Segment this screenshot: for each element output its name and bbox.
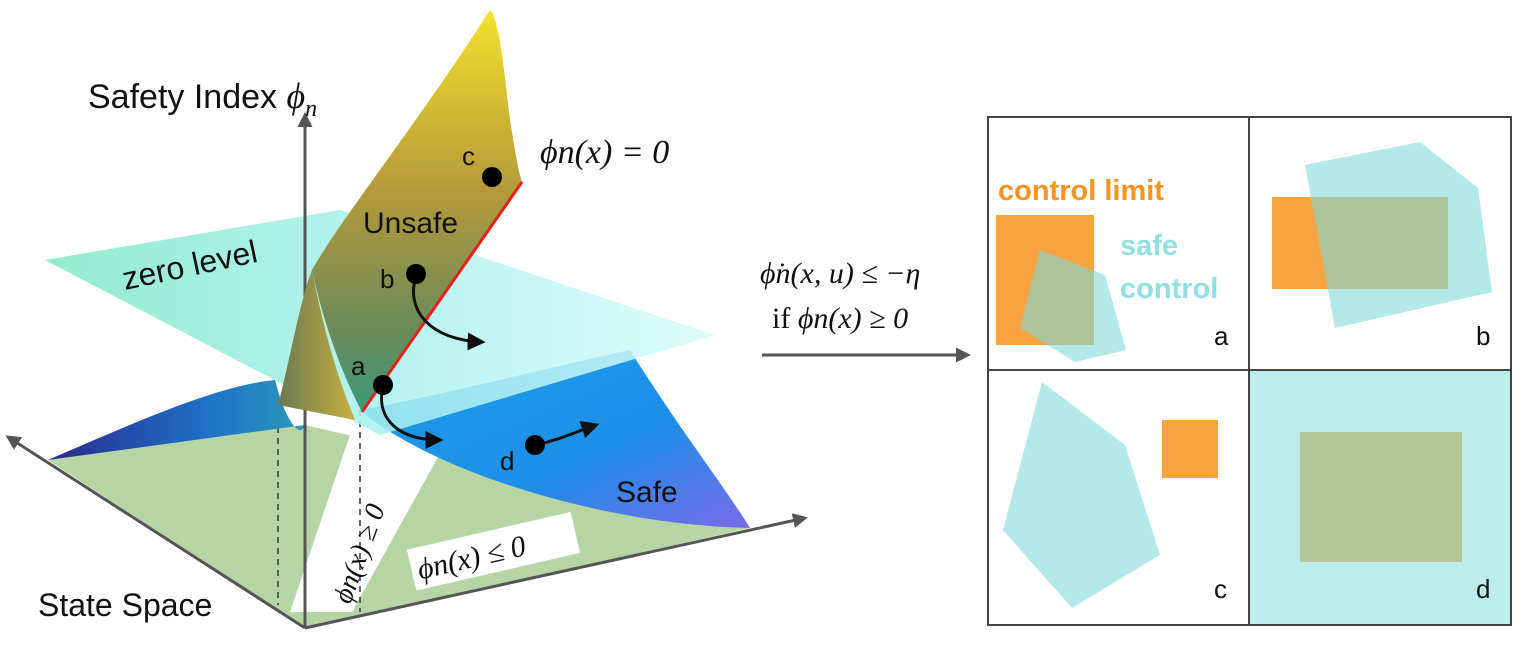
panel-c-safe-control xyxy=(1003,382,1160,608)
panel-c: c xyxy=(1003,382,1227,608)
panel-a: a xyxy=(996,215,1229,362)
point-d xyxy=(525,435,545,455)
surface-spike-left xyxy=(278,270,355,420)
point-label-d: d xyxy=(500,446,514,476)
trajectory-arrow-a xyxy=(380,385,444,449)
panel-b: b xyxy=(1272,142,1492,351)
panel-b-safe-control xyxy=(1305,142,1492,328)
safe-label: Safe xyxy=(616,476,678,509)
condition-line-1: ϕ̇n(x, u) ≤ −η xyxy=(760,257,920,290)
panel-c-control-limit xyxy=(1162,420,1218,478)
safe-control-label-line1: safe xyxy=(1120,230,1178,262)
state-space-label: State Space xyxy=(38,587,212,623)
point-label-c: c xyxy=(462,141,475,171)
point-label-b: b xyxy=(380,264,394,294)
unsafe-label: Unsafe xyxy=(363,207,458,240)
panel-d: d xyxy=(1300,432,1490,604)
point-label-a: a xyxy=(351,351,366,381)
panel-b-label: b xyxy=(1476,321,1490,351)
surface-illustration: Safety Index ϕn zero level Unsafe Safe S… xyxy=(5,10,808,630)
ground-axis-right xyxy=(304,513,808,630)
point-a xyxy=(373,375,393,395)
panel-grid: a b c d control limit safe control xyxy=(987,116,1512,626)
trajectory-arrow-b xyxy=(411,275,486,351)
panel-c-label: c xyxy=(1214,574,1227,604)
boundary-eq-label: ϕn(x) = 0 xyxy=(540,134,669,171)
region-le-label-bg xyxy=(406,511,581,591)
panel-a-label: a xyxy=(1214,321,1229,351)
panel-d-control-limit xyxy=(1300,432,1462,562)
region-ge-strip xyxy=(290,420,442,612)
zero-boundary-line xyxy=(360,181,524,413)
safe-control-label-line2: control xyxy=(1120,273,1218,305)
ground-axis-left xyxy=(5,435,306,630)
panel-a-safe-control xyxy=(1020,250,1126,362)
condition-block: ϕ̇n(x, u) ≤ −η if ϕn(x) ≥ 0 xyxy=(760,257,971,363)
control-limit-label: control limit xyxy=(998,175,1164,207)
axis-label: Safety Index ϕn xyxy=(88,76,317,122)
safe-surface-left xyxy=(48,380,305,460)
unsafe-surface xyxy=(312,10,522,412)
condition-line-2: if ϕn(x) ≥ 0 xyxy=(772,302,908,335)
panel-d-label: d xyxy=(1476,574,1490,604)
point-b xyxy=(406,264,426,284)
point-c xyxy=(482,167,502,187)
